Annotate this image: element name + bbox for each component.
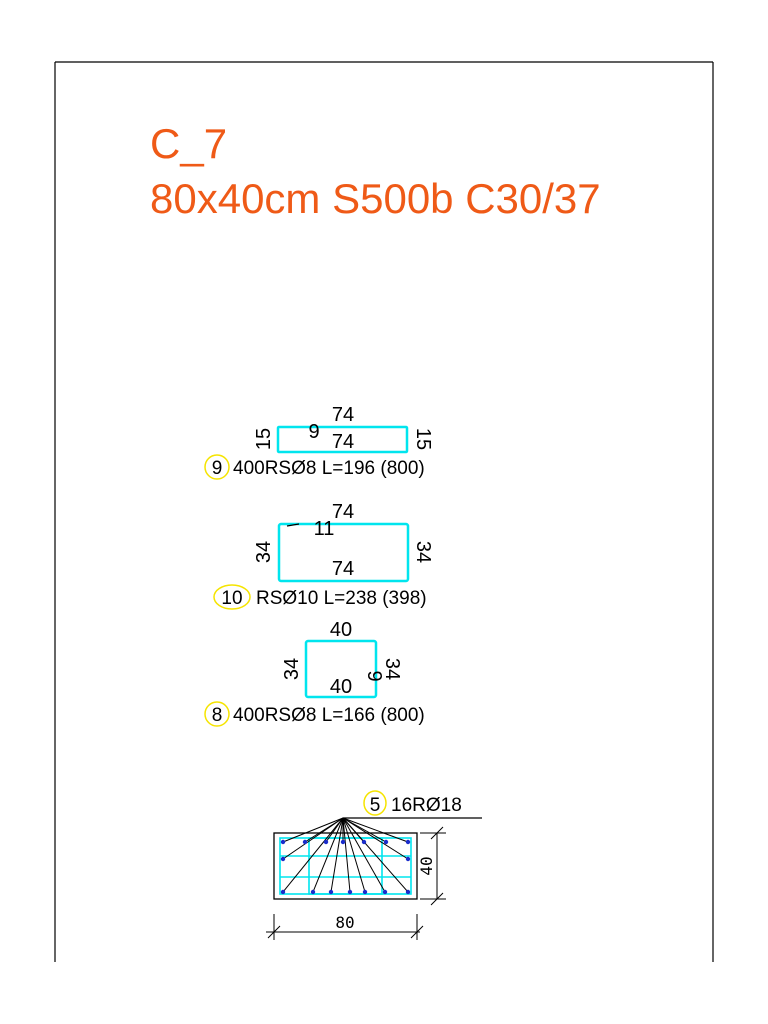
rebar-dot [323, 839, 329, 845]
longitudinal-bars [280, 839, 411, 895]
rebar-shape-9: 74 9 74 15 15 9 400RSØ8 L=196 (800) [204, 404, 434, 480]
bar10-hook-label: 11 [314, 518, 335, 540]
bar10-mark: 10 [221, 588, 242, 609]
bar10-spec: RSØ10 L=238 (398) [256, 588, 427, 609]
element-name: C_7 [150, 120, 227, 167]
bar-leader-line [282, 817, 344, 893]
rebar-dot [340, 839, 346, 845]
bar9-inner-dimension: 74 [332, 431, 354, 453]
section-spec: 16RØ18 [391, 795, 462, 816]
rebar-dot [310, 889, 316, 895]
element-spec: 80x40cm S500b C30/37 [150, 175, 601, 222]
stirrups [279, 837, 412, 895]
section-width-dimension: 80 [335, 913, 354, 932]
rebar-dot [347, 889, 353, 895]
rebar-dot [280, 839, 286, 845]
rebar-dot [361, 839, 367, 845]
rebar-shape-8: 40 34 9 34 40 8 400RSØ8 L=166 (800) [204, 619, 425, 727]
bar10-top-dimension: 74 [332, 501, 354, 523]
bar8-left-dimension: 34 [281, 658, 303, 680]
bar8-spec: 400RSØ8 L=166 (800) [233, 705, 425, 726]
rebar-shape-10: 74 11 34 34 74 10 RSØ10 L=238 (398) [213, 501, 434, 610]
bar-leader-line [282, 817, 344, 843]
height-dimension-line [420, 826, 446, 906]
sheet-border [54, 61, 714, 962]
section-mark: 5 [370, 795, 381, 816]
bar9-left-dimension: 15 [253, 428, 275, 450]
bar9-hook-label: 9 [308, 421, 319, 443]
rebar-dot [280, 856, 286, 862]
bar-leader-line [330, 817, 344, 893]
column-cross-section: 5 16RØ18 40 [266, 790, 482, 940]
rebar-dot [383, 839, 389, 845]
bar-leader-line [342, 817, 366, 893]
rebar-dot [302, 839, 308, 845]
bar8-right-dimension: 34 [381, 658, 403, 680]
bar-leader-line [342, 817, 386, 893]
rebar-dot [405, 889, 411, 895]
bar9-mark: 9 [212, 458, 223, 479]
bar9-mark-circle [204, 454, 230, 480]
width-dimension-line [266, 914, 424, 940]
bar-leader-line [342, 817, 409, 860]
rebar-dot [362, 889, 368, 895]
concrete-outline [273, 832, 418, 900]
bar-leader-line [312, 817, 344, 893]
bar-leader-line [342, 817, 409, 843]
bar9-spec: 400RSØ8 L=196 (800) [233, 458, 425, 479]
bar10-mark-circle [213, 584, 251, 610]
bar8-mark: 8 [212, 705, 223, 726]
bar10-hook-leader [286, 523, 300, 527]
bar-leader-fan [282, 817, 409, 893]
rebar-dot [382, 889, 388, 895]
bar8-top-dimension: 40 [330, 619, 352, 641]
bar-leader-line [282, 817, 344, 860]
bar9-right-dimension: 15 [412, 428, 434, 450]
bar-leader-line [342, 817, 409, 893]
section-height-dimension: 40 [417, 856, 436, 875]
section-mark-circle [363, 790, 387, 816]
bar10-right-dimension: 34 [412, 541, 434, 563]
bar8-mark-circle [204, 701, 230, 727]
rebar-dot [328, 889, 334, 895]
rebar-dot [280, 889, 286, 895]
bar10-left-dimension: 34 [253, 541, 275, 563]
rebar-dot [405, 839, 411, 845]
rebar-dot [405, 856, 411, 862]
bar10-bottom-dimension: 74 [332, 558, 354, 580]
bar9-top-dimension: 74 [332, 404, 354, 426]
bar8-bottom-dimension: 40 [330, 676, 352, 698]
bar8-hook-label: 9 [363, 670, 385, 681]
bar-leader-line [342, 817, 351, 893]
